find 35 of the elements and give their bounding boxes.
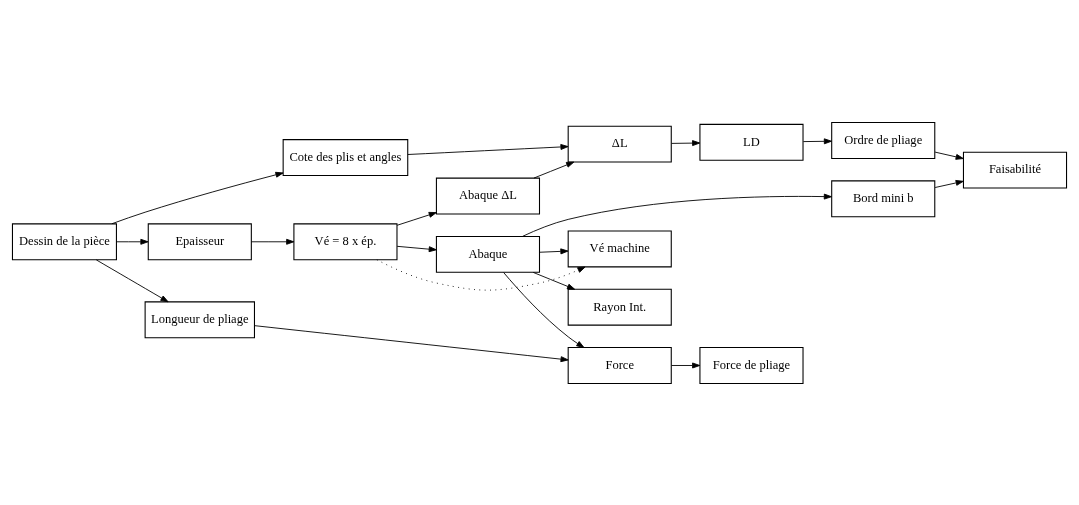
arrow: [802, 137, 832, 144]
node-box: Faisabilité: [962, 151, 1068, 189]
node-box: Epaisseur: [147, 222, 252, 260]
node-box: LD: [699, 123, 804, 161]
node-box: Cote des plis et angles: [282, 138, 409, 176]
arrow: [671, 362, 701, 368]
node-box: Dessin de la pièce: [11, 222, 117, 260]
node-box: Bord mini b: [831, 179, 936, 217]
arrow: [532, 271, 576, 290]
node-box: Vé = 8 x ép.: [293, 222, 398, 260]
arrow: [250, 238, 295, 245]
arrow: [671, 139, 701, 146]
node-box: ΔL: [567, 125, 672, 163]
node-box: Rayon Int.: [567, 288, 672, 326]
arrow: [111, 171, 284, 224]
arrow: [95, 258, 169, 302]
arrow: [533, 161, 575, 178]
arrow: [254, 324, 569, 362]
arrow: [934, 151, 964, 160]
node-box: Force: [567, 346, 672, 384]
node-box: Longueur de pliage: [144, 300, 255, 338]
node-box: Abaque ΔL: [435, 177, 541, 215]
node-box: Force de pliage: [699, 346, 804, 384]
arrow: [539, 247, 569, 254]
arrow: [116, 238, 149, 245]
node-box: Ordre de pliage: [831, 121, 936, 159]
arrow: [407, 143, 569, 155]
node-box: Abaque: [435, 235, 541, 273]
arrow: [503, 271, 585, 348]
arrow: [934, 179, 964, 188]
arrow: [396, 245, 437, 252]
node-box: Vé machine: [567, 230, 672, 267]
arrow: [376, 258, 586, 291]
arrow: [522, 193, 832, 237]
arrow: [396, 211, 437, 226]
